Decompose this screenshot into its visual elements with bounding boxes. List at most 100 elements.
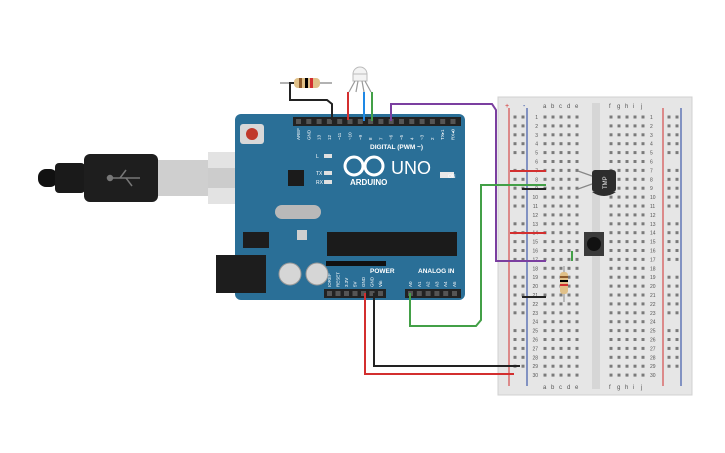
rail-hole[interactable] bbox=[667, 204, 671, 208]
breadboard-hole[interactable] bbox=[641, 320, 645, 324]
breadboard-hole[interactable] bbox=[617, 320, 621, 324]
breadboard-hole[interactable] bbox=[551, 186, 555, 190]
breadboard-hole[interactable] bbox=[641, 204, 645, 208]
breadboard-hole[interactable] bbox=[575, 249, 579, 252]
breadboard-hole[interactable] bbox=[559, 338, 563, 341]
rail-hole[interactable] bbox=[513, 284, 517, 288]
breadboard-hole[interactable] bbox=[567, 222, 571, 226]
breadboard-hole[interactable] bbox=[559, 213, 563, 217]
breadboard-hole[interactable] bbox=[609, 329, 613, 333]
breadboard-hole[interactable] bbox=[625, 151, 629, 155]
breadboard-hole[interactable] bbox=[551, 249, 555, 252]
breadboard-hole[interactable] bbox=[641, 346, 645, 350]
breadboard-hole[interactable] bbox=[625, 275, 629, 279]
breadboard-hole[interactable] bbox=[617, 311, 621, 315]
header-pin-hole[interactable] bbox=[429, 119, 435, 124]
breadboard-hole[interactable] bbox=[567, 195, 571, 199]
breadboard-hole[interactable] bbox=[625, 204, 629, 208]
breadboard-hole[interactable] bbox=[633, 151, 637, 155]
breadboard-hole[interactable] bbox=[633, 115, 637, 119]
breadboard-hole[interactable] bbox=[575, 257, 579, 261]
breadboard-hole[interactable] bbox=[559, 293, 563, 297]
breadboard-hole[interactable] bbox=[551, 124, 555, 128]
breadboard-hole[interactable] bbox=[567, 186, 571, 190]
breadboard-hole[interactable] bbox=[633, 213, 637, 217]
breadboard-hole[interactable] bbox=[567, 355, 571, 359]
header-pin-hole[interactable] bbox=[326, 119, 332, 124]
breadboard-hole[interactable] bbox=[567, 373, 571, 377]
breadboard-hole[interactable] bbox=[633, 160, 637, 163]
temperature-sensor[interactable]: TMP bbox=[577, 170, 616, 196]
breadboard-hole[interactable] bbox=[559, 355, 563, 359]
header-pin-hole[interactable] bbox=[388, 119, 394, 124]
breadboard-hole[interactable] bbox=[559, 346, 563, 350]
breadboard-hole[interactable] bbox=[641, 231, 645, 235]
breadboard-hole[interactable] bbox=[567, 133, 571, 137]
header-pin-hole[interactable] bbox=[344, 291, 349, 296]
arduino-uno-board[interactable]: ARDUINO UNO ON DIGITAL (PWM ~) POWER ANA… bbox=[216, 114, 465, 300]
breadboard-hole[interactable] bbox=[609, 346, 613, 350]
breadboard-hole[interactable] bbox=[543, 204, 547, 208]
rail-hole[interactable] bbox=[675, 338, 679, 341]
breadboard-hole[interactable] bbox=[633, 142, 637, 146]
breadboard-hole[interactable] bbox=[633, 249, 637, 252]
breadboard-hole[interactable] bbox=[617, 284, 621, 288]
rail-hole[interactable] bbox=[675, 195, 679, 199]
rail-hole[interactable] bbox=[513, 222, 517, 226]
rail-hole[interactable] bbox=[667, 284, 671, 288]
rail-hole[interactable] bbox=[513, 240, 517, 244]
breadboard-hole[interactable] bbox=[567, 240, 571, 244]
breadboard-hole[interactable] bbox=[633, 124, 637, 128]
breadboard-hole[interactable] bbox=[617, 168, 621, 172]
rail-hole[interactable] bbox=[513, 329, 517, 333]
breadboard-hole[interactable] bbox=[625, 257, 629, 261]
breadboard-hole[interactable] bbox=[617, 195, 621, 199]
header-pin-hole[interactable] bbox=[399, 119, 404, 124]
breadboard-hole[interactable] bbox=[543, 364, 547, 368]
breadboard-hole[interactable] bbox=[609, 338, 613, 341]
breadboard-hole[interactable] bbox=[641, 195, 645, 199]
breadboard-hole[interactable] bbox=[575, 275, 579, 279]
digital-header[interactable] bbox=[293, 117, 461, 126]
breadboard-hole[interactable] bbox=[575, 177, 579, 181]
breadboard-hole[interactable] bbox=[617, 177, 621, 181]
rail-hole[interactable] bbox=[675, 275, 679, 279]
header-pin-hole[interactable] bbox=[352, 291, 358, 296]
rail-hole[interactable] bbox=[513, 257, 517, 261]
rail-hole[interactable] bbox=[513, 249, 517, 252]
breadboard-hole[interactable] bbox=[609, 115, 613, 119]
breadboard-hole[interactable] bbox=[551, 257, 555, 261]
breadboard-hole[interactable] bbox=[633, 177, 637, 181]
rail-hole[interactable] bbox=[513, 142, 517, 146]
rgb-led[interactable] bbox=[348, 66, 372, 93]
rail-hole[interactable] bbox=[675, 355, 679, 359]
rail-hole[interactable] bbox=[513, 195, 517, 199]
breadboard-hole[interactable] bbox=[641, 275, 645, 279]
rail-hole[interactable] bbox=[667, 142, 671, 146]
breadboard-hole[interactable] bbox=[617, 133, 621, 137]
breadboard-hole[interactable] bbox=[633, 133, 637, 137]
breadboard-hole[interactable] bbox=[575, 266, 579, 270]
breadboard-hole[interactable] bbox=[625, 373, 629, 377]
breadboard-hole[interactable] bbox=[641, 249, 645, 252]
breadboard-hole[interactable] bbox=[641, 364, 645, 368]
rail-hole[interactable] bbox=[675, 346, 679, 350]
breadboard-hole[interactable] bbox=[641, 124, 645, 128]
rail-hole[interactable] bbox=[513, 177, 517, 181]
breadboard-hole[interactable] bbox=[543, 142, 547, 146]
breadboard-hole[interactable] bbox=[609, 320, 613, 324]
breadboard-hole[interactable] bbox=[617, 222, 621, 226]
rail-hole[interactable] bbox=[675, 133, 679, 137]
rail-hole[interactable] bbox=[667, 293, 671, 297]
breadboard-hole[interactable] bbox=[575, 204, 579, 208]
breadboard-hole[interactable] bbox=[575, 142, 579, 146]
header-pin-hole[interactable] bbox=[327, 291, 332, 296]
breadboard-hole[interactable] bbox=[609, 257, 613, 261]
breadboard-hole[interactable] bbox=[567, 204, 571, 208]
breadboard-hole[interactable] bbox=[551, 115, 555, 119]
breadboard-hole[interactable] bbox=[617, 266, 621, 270]
breadboard-hole[interactable] bbox=[617, 373, 621, 377]
rail-hole[interactable] bbox=[667, 168, 671, 172]
rail-hole[interactable] bbox=[521, 222, 525, 226]
breadboard-hole[interactable] bbox=[633, 373, 637, 377]
